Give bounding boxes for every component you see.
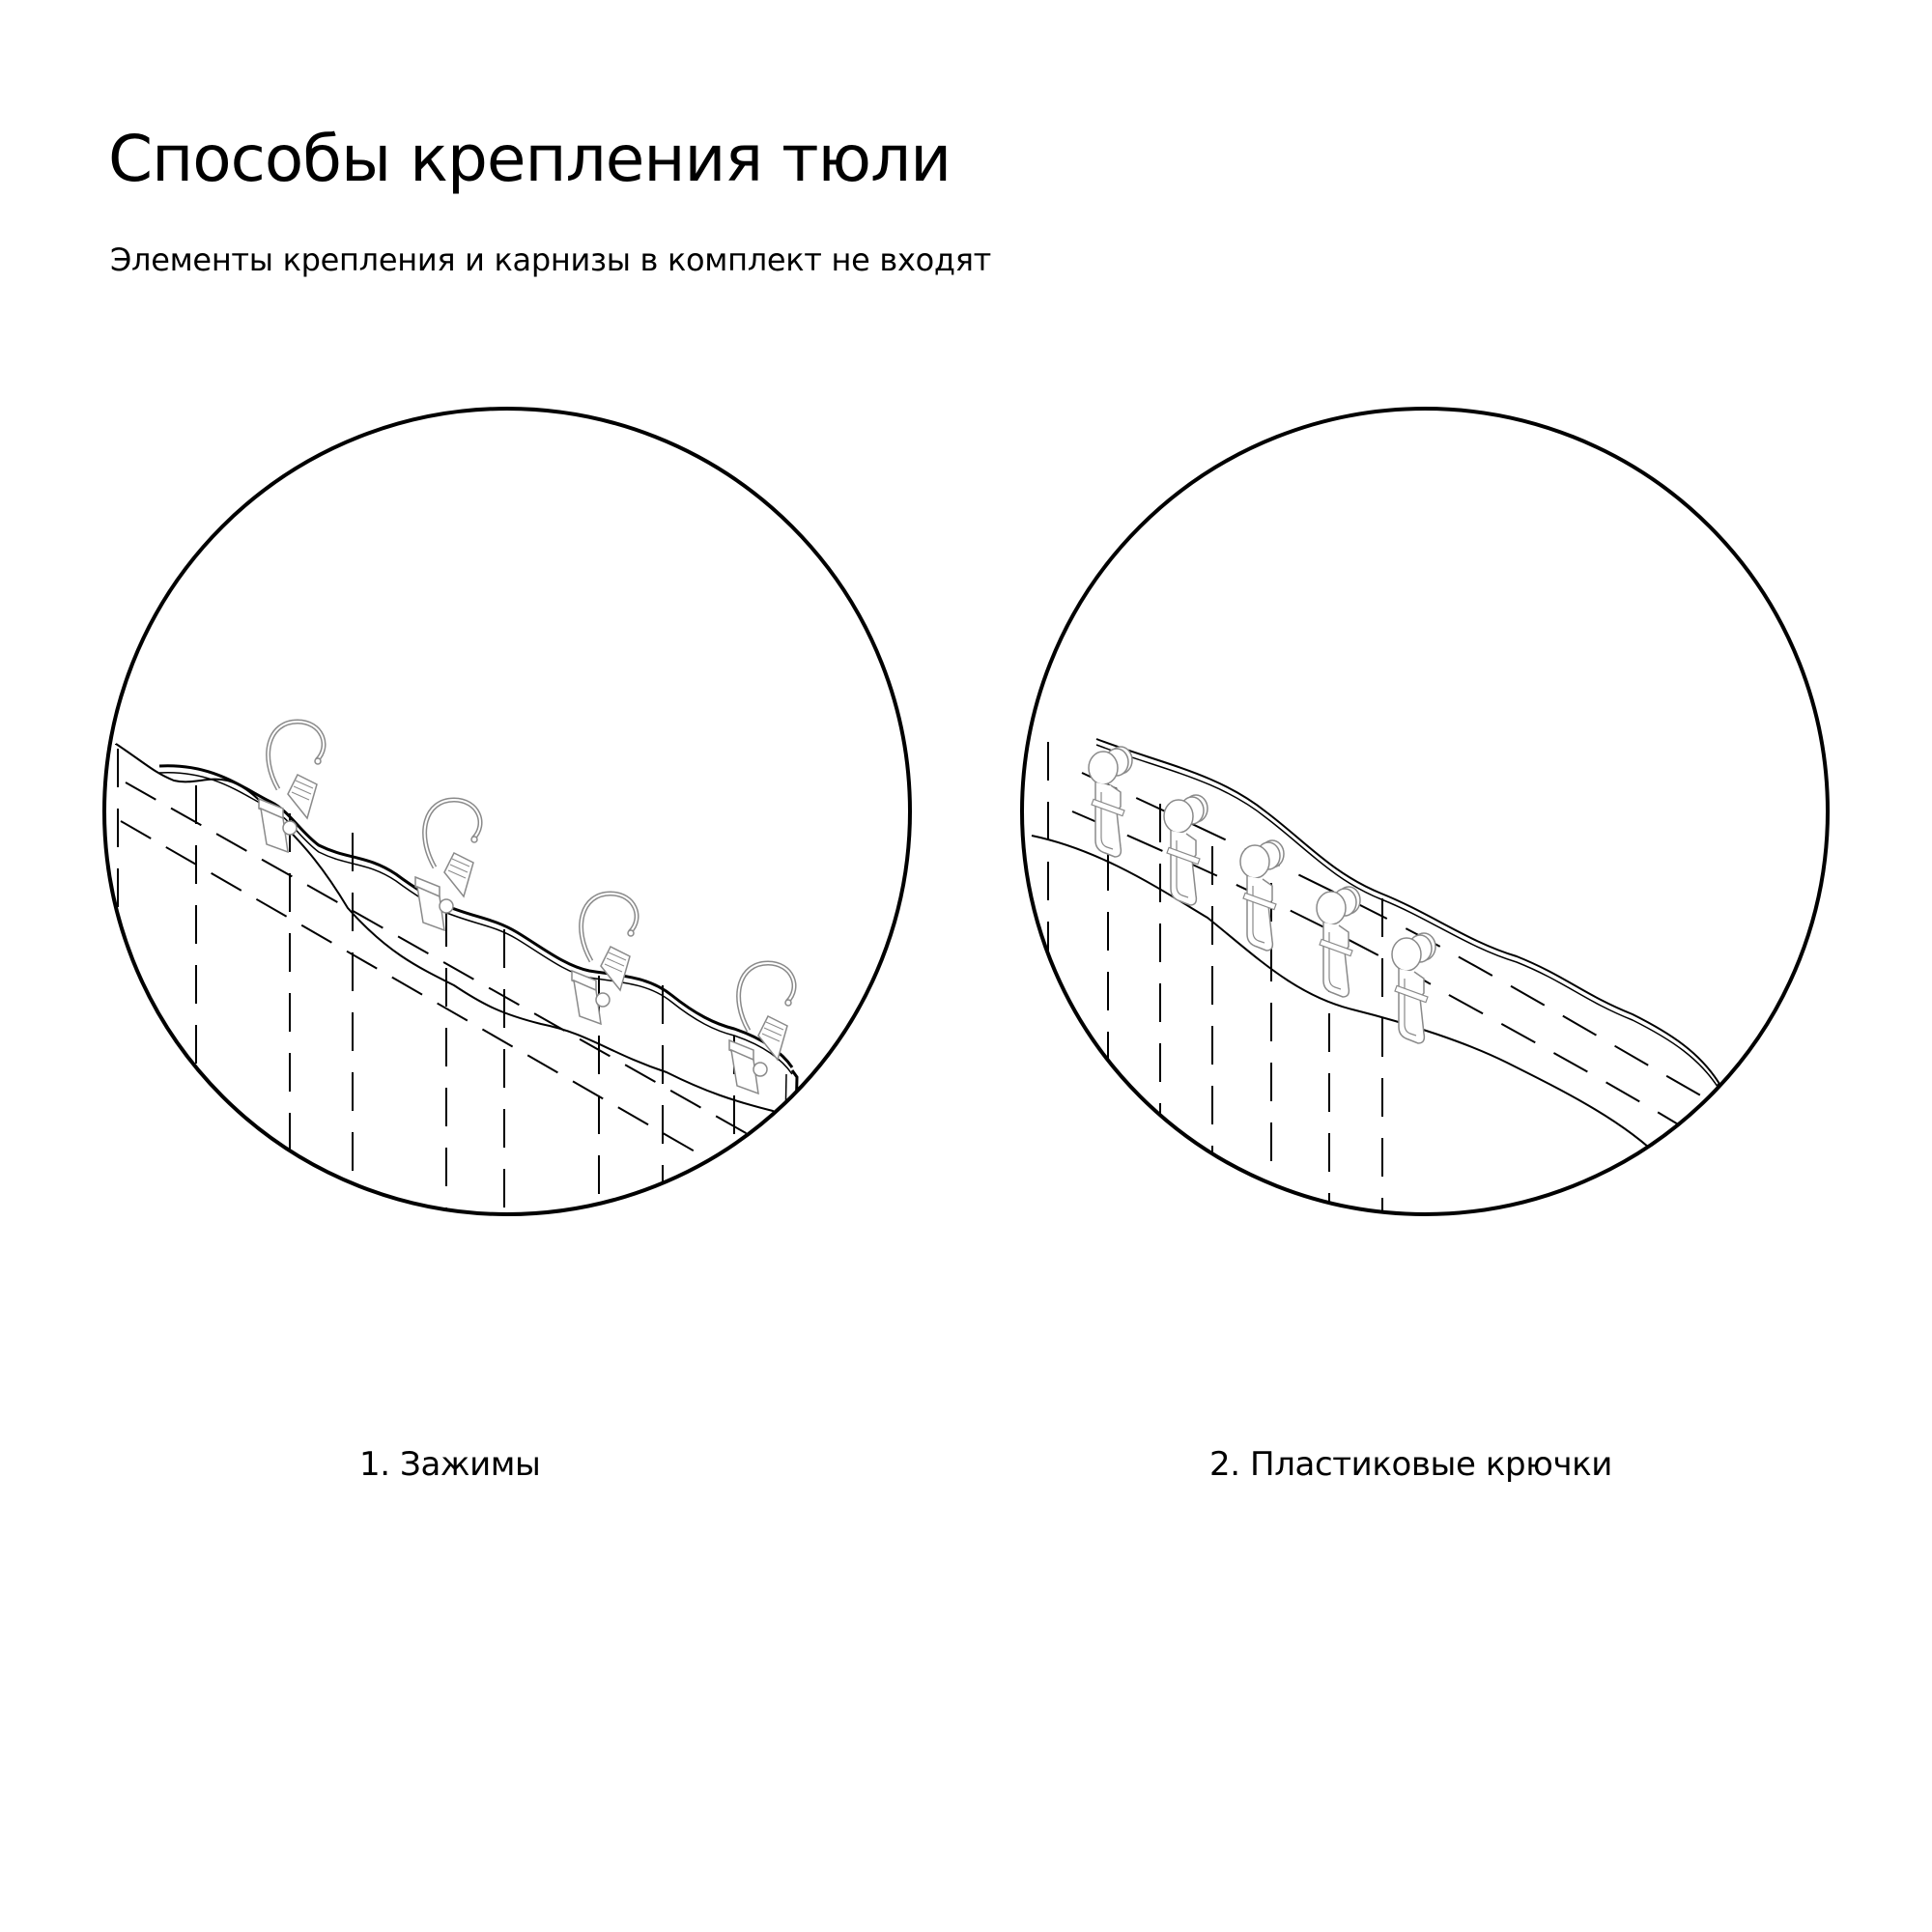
clip-ring-icon bbox=[572, 894, 637, 1024]
plastic-hook-icon bbox=[1088, 746, 1133, 858]
panel-1-circle-frame bbox=[102, 407, 912, 1216]
panel-hooks-illustration bbox=[1020, 407, 1830, 1216]
panel-clips-illustration bbox=[102, 407, 912, 1216]
clip-ring-icon bbox=[415, 800, 480, 930]
page-subtitle: Элементы крепления и карнизы в комплект … bbox=[110, 242, 991, 278]
clip-ring-icon bbox=[729, 963, 794, 1094]
plastic-hook-icon bbox=[1239, 839, 1285, 952]
caption-clips: 1. Зажимы bbox=[359, 1445, 541, 1484]
page-title: Способы крепления тюли bbox=[108, 122, 952, 196]
panel-2-circle-frame bbox=[1020, 407, 1830, 1216]
caption-plastic-hooks: 2. Пластиковые крючки bbox=[1209, 1445, 1612, 1484]
plastic-hook-icon bbox=[1391, 932, 1436, 1044]
plastic-hook-icon bbox=[1163, 794, 1208, 906]
clip-ring-icon bbox=[259, 722, 324, 852]
